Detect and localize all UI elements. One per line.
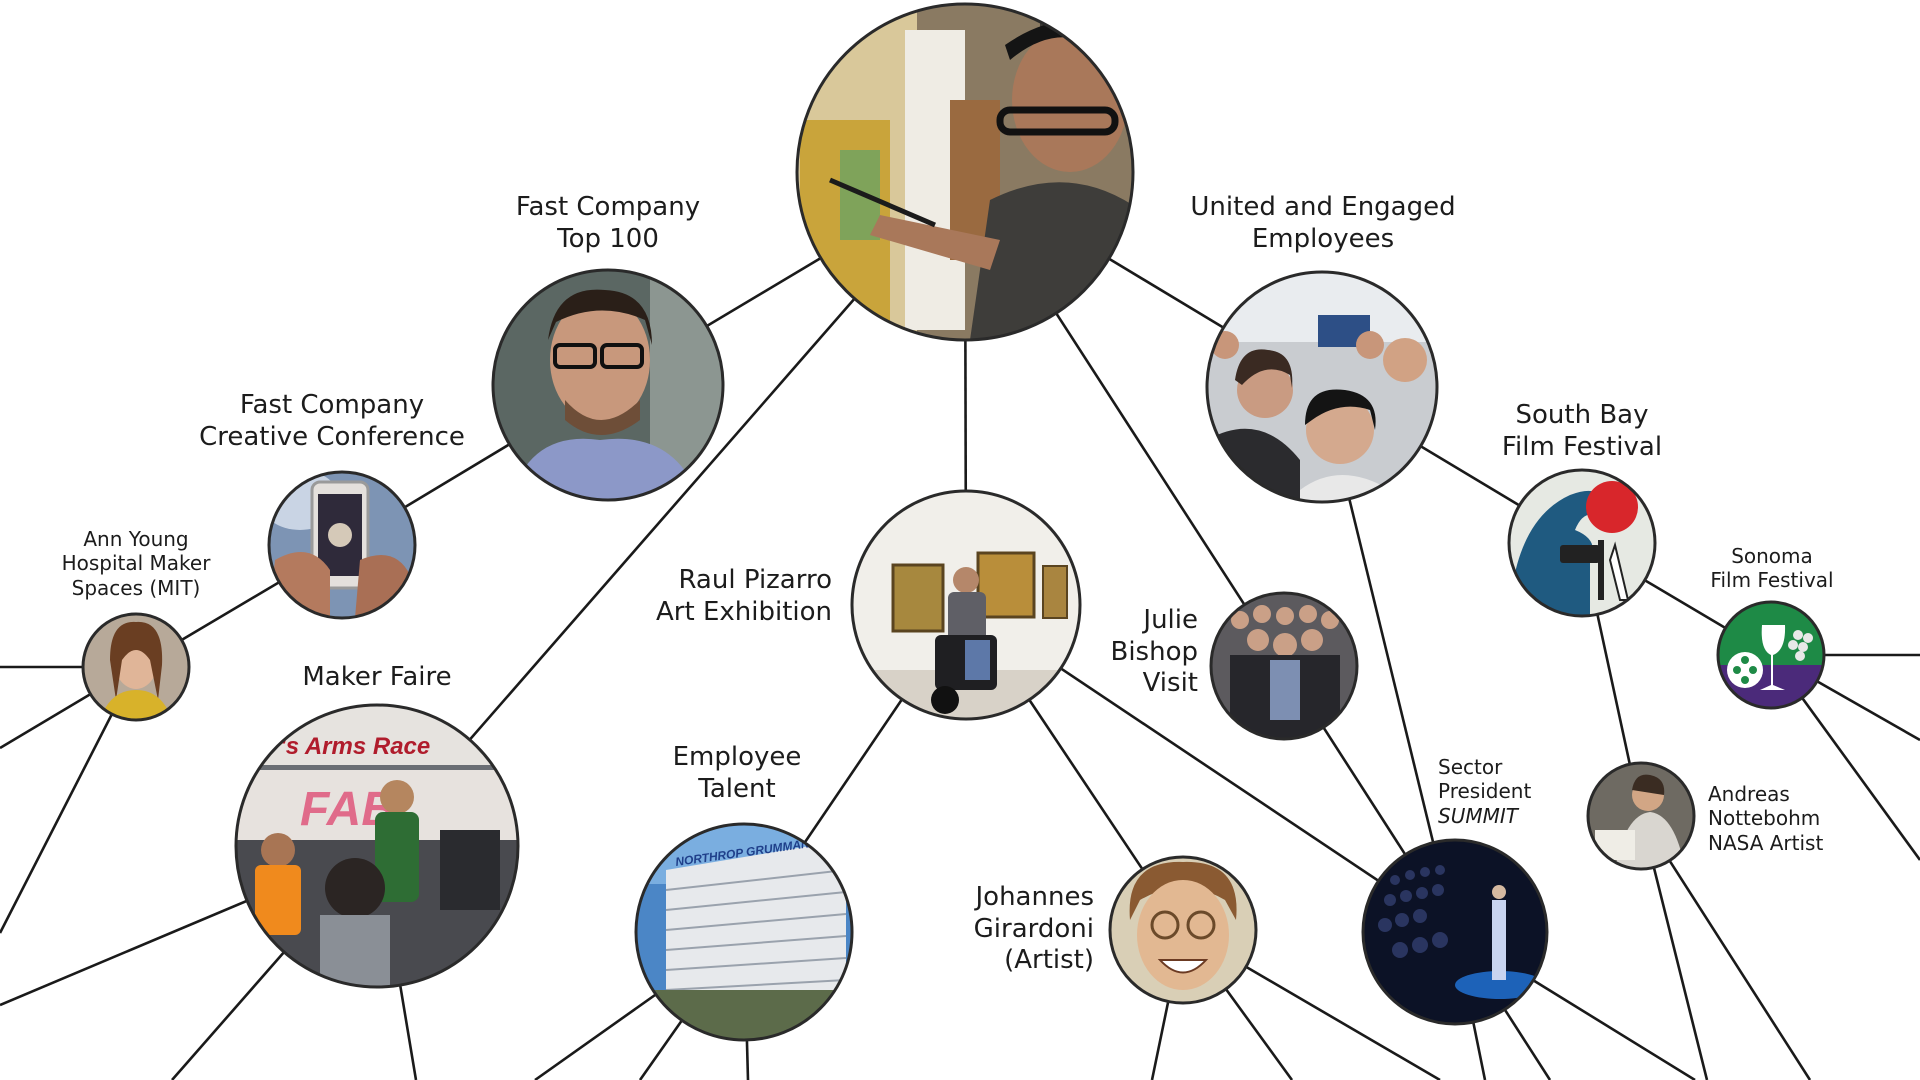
ann-young-node[interactable] bbox=[81, 612, 191, 722]
hub-artist-node[interactable] bbox=[795, 2, 1140, 342]
united-engaged-label: United and Engaged Employees bbox=[1190, 192, 1456, 254]
auditorium-photo bbox=[1363, 840, 1547, 1024]
artist-sketching-photo bbox=[1588, 763, 1694, 869]
ann-young-label: Ann Young Hospital Maker Spaces (MIT) bbox=[61, 527, 211, 600]
andreas-node[interactable] bbox=[1586, 761, 1696, 871]
employee-talent-node[interactable]: NORTHROP GRUMMAN bbox=[634, 822, 854, 1042]
sonoma-label: Sonoma Film Festival bbox=[1710, 544, 1834, 593]
maker-faire-banner-text: 's Arms Race bbox=[280, 733, 430, 760]
johannes-node[interactable] bbox=[1108, 855, 1258, 1005]
julie-bishop-node[interactable] bbox=[1209, 591, 1359, 741]
fast-company-creative-node[interactable] bbox=[260, 470, 417, 620]
sector-summit-label: Sector President SUMMIT bbox=[1438, 755, 1532, 828]
fast-company-top100-label: Fast Company Top 100 bbox=[515, 192, 701, 254]
maker-faire-label: Maker Faire bbox=[302, 662, 452, 692]
sector-summit-node[interactable] bbox=[1361, 838, 1549, 1026]
group-photo-photo bbox=[1211, 593, 1357, 739]
united-engaged-node[interactable] bbox=[1205, 270, 1439, 504]
wave-logo-image bbox=[1509, 470, 1655, 616]
phone-camera-photo bbox=[269, 472, 415, 618]
julie-bishop-label: Julie Bishop Visit bbox=[1110, 605, 1199, 699]
andreas-label: Andreas Nottebohm NASA Artist bbox=[1708, 782, 1824, 855]
office-building-photo: NORTHROP GRUMMAN bbox=[636, 824, 852, 1040]
artist-painting-photo bbox=[797, 4, 1133, 340]
south-bay-label: South Bay Film Festival bbox=[1501, 400, 1663, 462]
fast-company-creative-label: Fast Company Creative Conference bbox=[199, 390, 465, 452]
raul-pizarro-node[interactable] bbox=[850, 489, 1082, 721]
sonoma-node[interactable] bbox=[1716, 600, 1826, 710]
smiling-woman-photo bbox=[83, 614, 189, 720]
fast-company-top100-node[interactable] bbox=[491, 268, 725, 502]
smiling-man-photo bbox=[1110, 857, 1256, 1003]
wine-logo-image bbox=[1718, 602, 1824, 708]
employee-talent-label: Employee Talent bbox=[672, 742, 802, 804]
johannes-label: Johannes Girardoni (Artist) bbox=[973, 882, 1094, 976]
maker-faire-booth-photo: 's Arms Race FAB bbox=[236, 705, 518, 987]
raul-pizarro-label: Raul Pizarro Art Exhibition bbox=[656, 565, 832, 627]
south-bay-node[interactable] bbox=[1507, 468, 1657, 618]
maker-faire-node[interactable]: 's Arms Race FAB bbox=[234, 703, 520, 995]
